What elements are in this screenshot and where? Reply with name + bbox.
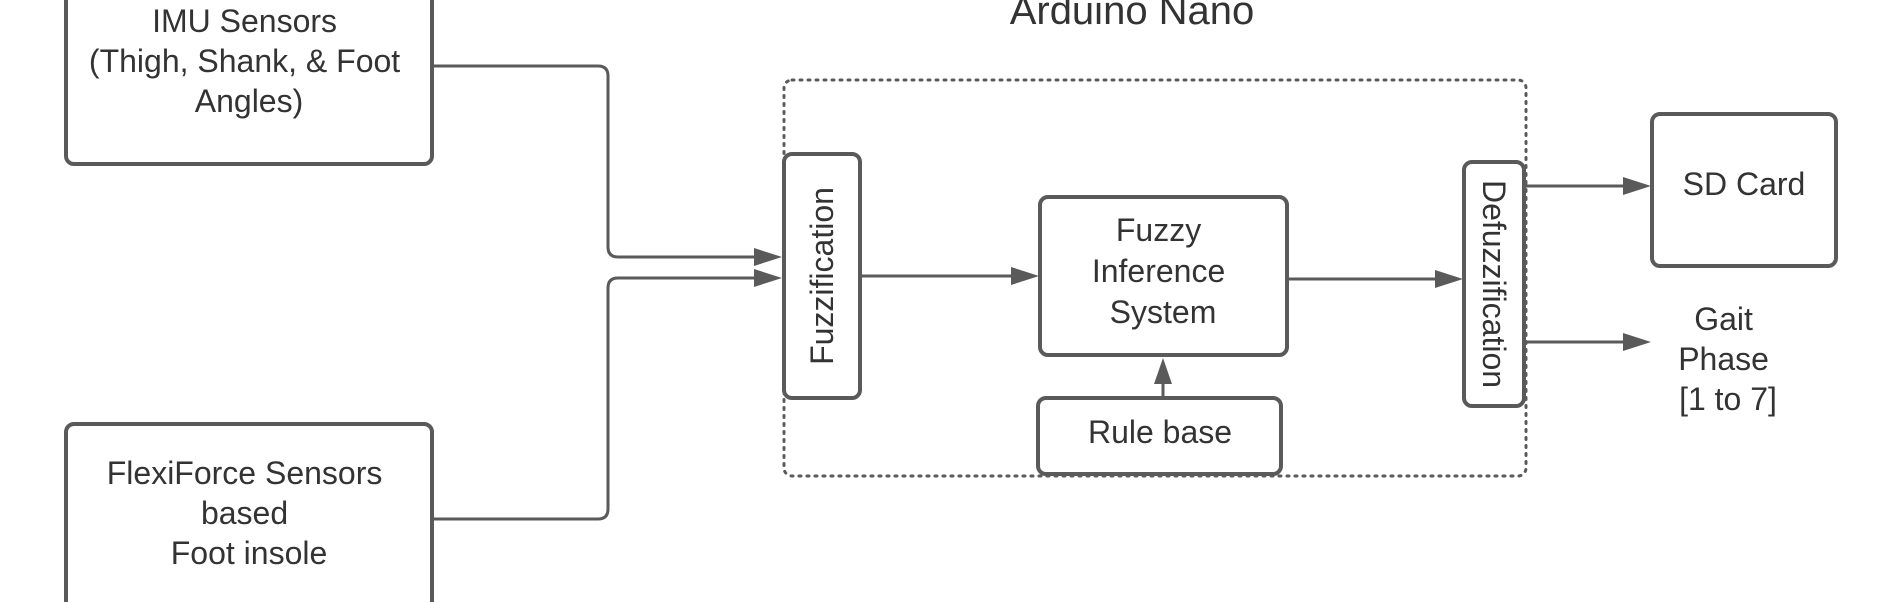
- node-flexiforce-sensors: FlexiForce Sensors based Foot insole: [64, 422, 434, 602]
- node-fuzzification: Fuzzification: [782, 152, 862, 400]
- node-fuzzification-label: Fuzzification: [804, 187, 840, 365]
- node-sdcard-label: SD Card: [1683, 166, 1806, 202]
- node-imu-sensors: IMU Sensors (Thigh, Shank, & Foot Angles…: [64, 0, 434, 166]
- node-gait-label: Gait Phase [1 to 7]: [1678, 301, 1778, 417]
- node-imu-line-2: (Thigh, Shank, & Foot: [89, 43, 400, 79]
- node-fis-label: Fuzzy Inference System: [1092, 212, 1234, 330]
- arrowhead-rulebase-to-fis: [1154, 358, 1172, 384]
- node-imu-line-3: Angles): [195, 83, 304, 119]
- arrowhead-defuzzification-to-sdcard: [1623, 177, 1651, 195]
- edge-flexi-to-fuzzification: [434, 276, 756, 521]
- node-flexi-line-2: based: [201, 495, 288, 531]
- node-flexi-line-1: FlexiForce Sensors: [107, 455, 383, 491]
- arrowhead-fis-to-defuzzification: [1435, 270, 1463, 288]
- node-flexi-line-3: Foot insole: [171, 535, 328, 571]
- node-gait-line-2: Phase: [1678, 341, 1769, 377]
- edge-imu-to-fuzzification: [434, 64, 756, 259]
- node-rule-base: Rule base: [1036, 396, 1283, 476]
- node-fis-line-3: System: [1110, 294, 1217, 330]
- arrowhead-fuzzification-to-fis: [1011, 267, 1039, 285]
- node-gait-line-3: [1 to 7]: [1679, 381, 1777, 417]
- arrowhead-flexi-to-fuzzification: [754, 269, 782, 287]
- node-defuzzification-label: Defuzzification: [1476, 180, 1512, 388]
- node-fuzzy-inference-system: Fuzzy Inference System: [1038, 195, 1289, 357]
- node-imu-label: IMU Sensors (Thigh, Shank, & Foot Angles…: [89, 3, 409, 119]
- node-rulebase-label: Rule base: [1088, 414, 1232, 450]
- node-defuzzification: Defuzzification: [1462, 160, 1526, 408]
- node-flexi-label: FlexiForce Sensors based Foot insole: [107, 455, 392, 571]
- edges: [434, 64, 1651, 521]
- node-sd-card: SD Card: [1650, 112, 1838, 268]
- node-gait-phase: Gait Phase [1 to 7]: [1678, 301, 1778, 417]
- arrowhead-defuzzification-to-gait: [1623, 333, 1651, 351]
- arrowhead-imu-to-fuzzification: [754, 248, 782, 266]
- diagram-title: Arduino Nano: [1010, 0, 1255, 33]
- node-fis-line-1: Fuzzy: [1116, 212, 1201, 248]
- node-gait-line-1: Gait: [1694, 301, 1753, 337]
- node-fis-line-2: Inference: [1092, 253, 1225, 289]
- node-imu-line-1: IMU Sensors: [152, 3, 337, 39]
